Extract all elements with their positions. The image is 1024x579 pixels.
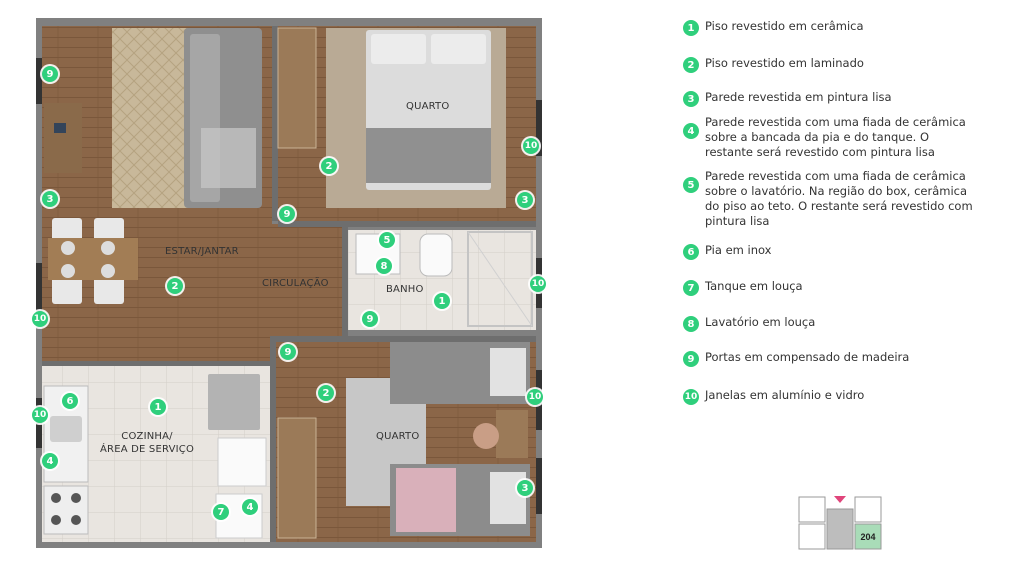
plan-marker: 4: [42, 453, 58, 469]
plan-marker: 1: [434, 293, 450, 309]
legend-item: 6 Pia em inox: [683, 243, 975, 260]
plan-marker: 9: [362, 311, 378, 327]
legend-text: Piso revestido em laminado: [705, 56, 864, 70]
plan-marker: 10: [32, 311, 48, 327]
legend-item: 3 Parede revestida em pintura lisa: [683, 90, 975, 107]
legend-item: 8 Lavatório em louça: [683, 315, 975, 332]
plan-marker: 8: [376, 258, 392, 274]
plan-marker: 2: [318, 385, 334, 401]
legend-text: Piso revestido em cerâmica: [705, 19, 864, 33]
floor-plan: QUARTO ESTAR/JANTAR CIRCULAÇÃO BANHO COZ…: [32, 18, 546, 548]
legend-item: 4 Parede revestida com uma fiada de cerâ…: [683, 115, 975, 160]
legend-text: Lavatório em louça: [705, 315, 816, 329]
legend-number-badge: 5: [683, 177, 699, 193]
key-plan-drawing: 204: [798, 496, 882, 550]
plan-marker: 2: [167, 278, 183, 294]
plan-marker: 10: [530, 276, 546, 292]
legend-number-badge: 6: [683, 244, 699, 260]
plan-marker: 9: [42, 66, 58, 82]
room-label-cozinha: COZINHA/ ÁREA DE SERVIÇO: [100, 431, 195, 455]
plan-marker: 10: [32, 407, 48, 423]
legend-text: Parede revestida com uma fiada de cerâmi…: [705, 169, 973, 228]
legend-item: 7 Tanque em louça: [683, 279, 975, 296]
legend-number-badge: 2: [683, 57, 699, 73]
legend-item: 9 Portas em compensado de madeira: [683, 350, 975, 367]
plan-marker: 9: [279, 206, 295, 222]
legend-text: Janelas em alumínio e vidro: [705, 388, 865, 402]
legend-text: Parede revestida em pintura lisa: [705, 90, 892, 104]
legend-text: Portas em compensado de madeira: [705, 350, 910, 364]
plan-marker: 2: [321, 158, 337, 174]
plan-marker: 5: [379, 232, 395, 248]
legend-item: 5 Parede revestida com uma fiada de cerâ…: [683, 169, 975, 229]
legend-item: 1 Piso revestido em cerâmica: [683, 19, 975, 36]
unit-key-plan: 204: [798, 493, 882, 551]
legend-number-badge: 8: [683, 316, 699, 332]
room-label-estar-jantar: ESTAR/JANTAR: [165, 246, 239, 257]
plan-marker: 3: [517, 480, 533, 496]
plan-marker: 9: [280, 344, 296, 360]
floor-plan-drawing: [36, 18, 542, 548]
legend-number-badge: 10: [683, 389, 699, 405]
room-label-quarto-bottom: QUARTO: [376, 431, 420, 442]
plan-marker: 10: [523, 138, 539, 154]
room-label-banho: BANHO: [386, 284, 424, 295]
legend-number-badge: 1: [683, 20, 699, 36]
plan-marker: 6: [62, 393, 78, 409]
legend-number-badge: 7: [683, 280, 699, 296]
legend-number-badge: 4: [683, 123, 699, 139]
plan-marker: 10: [527, 389, 543, 405]
plan-marker: 1: [150, 399, 166, 415]
plan-marker: 4: [242, 499, 258, 515]
plan-marker: 3: [42, 191, 58, 207]
plan-marker: 3: [517, 192, 533, 208]
legend-text: Pia em inox: [705, 243, 772, 257]
legend-text: Tanque em louça: [705, 279, 803, 293]
legend-number-badge: 9: [683, 351, 699, 367]
legend-item: 10 Janelas em alumínio e vidro: [683, 388, 975, 405]
room-label-quarto-top: QUARTO: [406, 101, 450, 112]
legend-text: Parede revestida com uma fiada de cerâmi…: [705, 115, 966, 159]
current-unit-pointer-icon: [834, 496, 846, 503]
legend-item: 2 Piso revestido em laminado: [683, 56, 975, 73]
plan-marker: 7: [213, 504, 229, 520]
legend-number-badge: 3: [683, 91, 699, 107]
unit-number-label: 204: [860, 532, 875, 542]
room-label-circulacao: CIRCULAÇÃO: [262, 278, 329, 289]
